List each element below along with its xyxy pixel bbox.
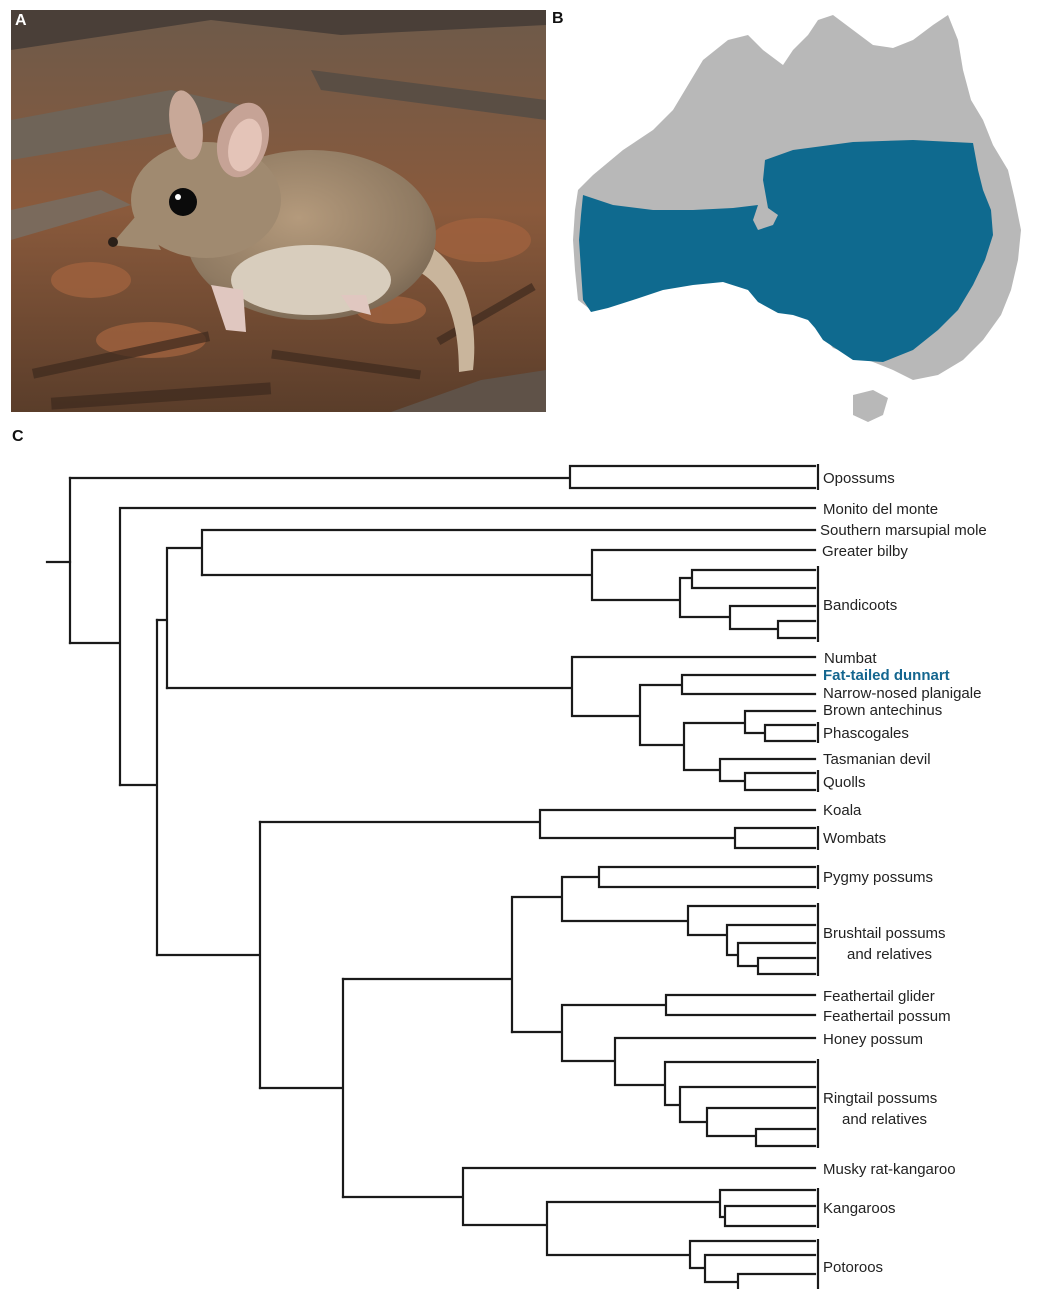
tip-koala: Koala (823, 802, 862, 819)
branch-possums (343, 867, 815, 1032)
tip-tasmanian-devil: Tasmanian devil (823, 751, 931, 768)
branch-dasyuromorphia (167, 657, 815, 790)
tip-wombats: Wombats (823, 830, 886, 847)
phylogeny-svg: Opossums Monito del monte Southern marsu… (0, 440, 1039, 1289)
branch-diprotodontia (157, 822, 260, 1088)
dunnart-photo: A (11, 10, 546, 412)
australia-range-map (553, 10, 1033, 430)
tip-kangaroos: Kangaroos (823, 1200, 896, 1217)
tree-branches (47, 466, 815, 1289)
tip-brown-antechinus: Brown antechinus (823, 702, 942, 719)
tip-brushtail-line1: Brushtail possums (823, 925, 946, 942)
tip-monito-del-monte: Monito del monte (823, 501, 938, 518)
panel-label-a: A (15, 12, 27, 30)
tip-fat-tailed-dunnart: Fat-tailed dunnart (823, 667, 950, 684)
map-graphic (553, 10, 1033, 430)
tip-bandicoots: Bandicoots (823, 597, 897, 614)
tip-brushtail-line2: and relatives (847, 946, 932, 963)
tip-ringtail-line1: Ringtail possums (823, 1090, 937, 1107)
tip-potoroos: Potoroos (823, 1259, 883, 1276)
branch-peramelemorphia (202, 550, 815, 638)
branch-core (120, 620, 157, 955)
tip-pygmy-possums: Pygmy possums (823, 869, 933, 886)
branch-opossums (70, 466, 815, 488)
tip-labels: Opossums Monito del monte Southern marsu… (820, 470, 987, 1276)
marsupial-phylogeny: Opossums Monito del monte Southern marsu… (0, 440, 1039, 1289)
tip-quolls: Quolls (823, 774, 866, 791)
branch-mole-bandicoot (157, 530, 815, 688)
tip-southern-marsupial-mole: Southern marsupial mole (820, 522, 987, 539)
tip-feathertail-glider: Feathertail glider (823, 988, 935, 1005)
tip-narrow-nosed-planigale: Narrow-nosed planigale (823, 685, 981, 702)
branch-macropodiformes (343, 1168, 815, 1289)
branch-petauroidea (512, 995, 815, 1146)
dunnart-photo-illustration (11, 10, 546, 412)
branch-phalangerida (260, 979, 343, 1197)
tip-honey-possum: Honey possum (823, 1031, 923, 1048)
tasmania (853, 390, 888, 422)
tip-phascogales: Phascogales (823, 725, 909, 742)
tip-greater-bilby: Greater bilby (822, 543, 908, 560)
tip-feathertail-possum: Feathertail possum (823, 1008, 951, 1025)
tip-musky-rat-kangaroo: Musky rat-kangaroo (823, 1161, 956, 1178)
tip-numbat: Numbat (824, 650, 877, 667)
tip-ringtail-line2: and relatives (842, 1111, 927, 1128)
branch-vombatiformes (260, 810, 815, 848)
tip-opossums: Opossums (823, 470, 895, 487)
